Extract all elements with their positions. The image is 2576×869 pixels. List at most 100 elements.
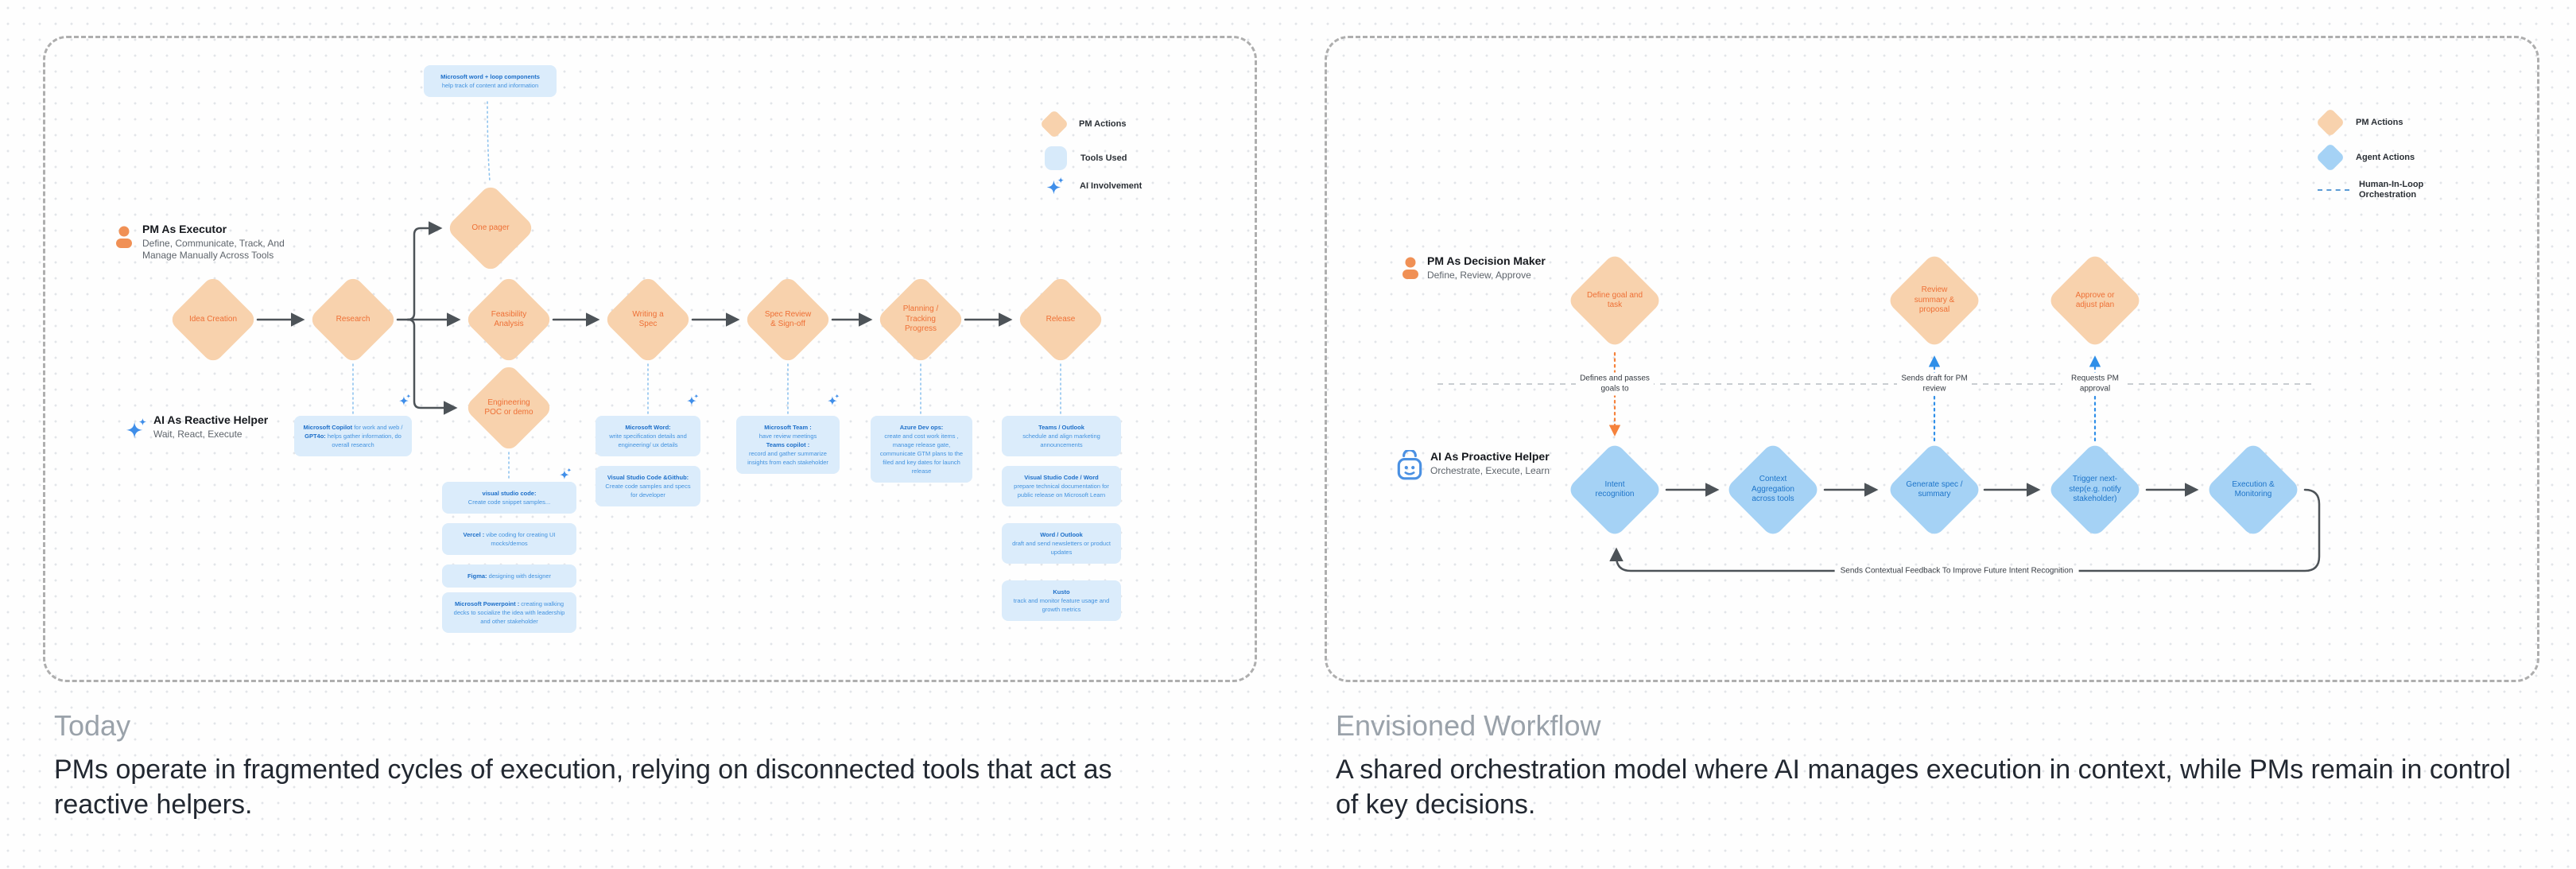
flow-step-label: Release — [1046, 314, 1076, 324]
agent-step-label: Intent recognition — [1595, 479, 1635, 499]
note-text: for work and web / — [352, 424, 403, 431]
note-vsc-snippets: visual studio code: Create code snippet s… — [442, 482, 576, 514]
note-text-bold: Microsoft word + loop components — [440, 73, 540, 80]
agent-actions-diamond-icon — [2315, 142, 2345, 173]
ai-sparkle-icon — [126, 417, 147, 439]
legend-label: Tools Used — [1080, 153, 1127, 163]
note-text: create and cost work items , manage rele… — [879, 433, 964, 475]
pm-actions-diamond-icon — [2315, 107, 2345, 138]
legend-label: PM Actions — [1079, 118, 1127, 129]
today-caption-title: Today — [54, 709, 131, 742]
agent-step-label: Trigger next-step(e.g. notify stakeholde… — [2069, 475, 2121, 504]
note-azure-devops: Azure Dev ops: create and cost work items… — [871, 416, 972, 483]
flow-step-research: Research — [305, 274, 402, 365]
actor-subtitle: Wait, React, Execute — [153, 429, 242, 440]
agent-step-context-aggregation: Context Aggregation across tools — [1721, 441, 1825, 538]
note-vercel: Vercel : vibe coding for creating UI moc… — [442, 523, 576, 555]
note-text: creating walking decks to socialize the … — [453, 600, 565, 625]
person-icon — [1402, 257, 1418, 279]
note-text-bold: Teams / Outlook — [1038, 424, 1084, 431]
actor-pm-as-executor: PM As Executor Define, Communicate, Trac… — [115, 223, 298, 262]
flow-step-label: Idea Creation — [188, 314, 238, 324]
flow-step-label: Feasibility Analysis — [491, 309, 527, 329]
note-text: designing with designer — [487, 572, 552, 580]
legend-label: Human-In-Loop Orchestration — [2359, 180, 2424, 200]
ai-sparkle-icon — [399, 394, 411, 405]
ai-sparkle-icon — [1046, 177, 1065, 195]
edge-label-sends-draft: Sends draft for PM review — [1897, 372, 1972, 396]
flow-step-planning-tracking: Planning / Tracking Progress — [872, 274, 969, 365]
pm-step-approve-plan: Approve or adjust plan — [2043, 252, 2147, 349]
edge-label-requests-approval: Requests PM approval — [2062, 372, 2128, 396]
note-text-bold: GPT4o: — [305, 433, 326, 440]
today-workflow-panel: PM Actions Tools Used AI Involvement PM … — [43, 36, 1257, 682]
note-text: prepare technical documentation for publ… — [1014, 483, 1109, 499]
legend-row-tools-used: Tools Used — [1045, 146, 1236, 170]
edge-label-defines-goals: Defines and passes goals to — [1576, 372, 1654, 396]
note-text-bold: Figma: — [467, 572, 487, 580]
note-text: have review meetings — [758, 433, 817, 440]
agent-step-trigger-next-step: Trigger next-step(e.g. notify stakeholde… — [2043, 441, 2147, 538]
flow-step-idea-creation: Idea Creation — [165, 274, 262, 365]
actor-pm-decision-maker: PM As Decision Maker Define, Review, App… — [1402, 254, 1593, 281]
pm-step-label: Review summary & proposal — [1914, 285, 1955, 315]
flow-step-writing-spec: Writing a Spec — [599, 274, 696, 365]
note-text-bold: Microsoft Powerpoint : — [454, 600, 520, 607]
flow-step-label: Planning / Tracking Progress — [902, 305, 939, 334]
legend-row-ai-involvement: AI Involvement — [1046, 177, 1236, 196]
envisioned-workflow-panel: PM Actions Agent Actions Human-In-Loop O… — [1325, 36, 2539, 682]
note-text-bold: Vercel : — [463, 531, 485, 538]
pm-step-define-goal: Define goal and task — [1562, 252, 1667, 349]
actor-subtitle: Define, Communicate, Track, And Manage M… — [142, 238, 285, 261]
legend-label: AI Involvement — [1080, 180, 1143, 191]
note-text: Create code samples and specs for develo… — [605, 483, 691, 499]
note-text-bold: Microsoft Team : — [764, 424, 812, 431]
actor-title: AI As Proactive Helper — [1430, 450, 1550, 463]
pm-step-review-summary: Review summary & proposal — [1882, 252, 1987, 349]
legend-label: Agent Actions — [2356, 152, 2415, 162]
actor-subtitle: Define, Review, Approve — [1427, 270, 1531, 281]
note-text: Create code snippet samples... — [467, 499, 551, 506]
person-icon — [116, 226, 132, 248]
flow-step-label: Spec Review & Sign-off — [764, 309, 812, 329]
flow-step-label: Research — [336, 314, 370, 324]
note-text-bold: Visual Studio Code &Github: — [607, 474, 689, 481]
agent-step-label: Execution & Monitoring — [2232, 479, 2275, 499]
actor-title: AI As Reactive Helper — [153, 413, 269, 426]
note-text: record and gather summarize insights fro… — [747, 450, 828, 466]
actor-title: PM As Executor — [142, 223, 227, 235]
ai-sparkle-icon — [828, 394, 840, 405]
actor-ai-proactive-helper: AI As Proactive Helper Orchestrate, Exec… — [1395, 450, 1594, 480]
legend-label: PM Actions — [2356, 117, 2403, 127]
note-text: help track of content and information — [441, 82, 539, 89]
note-research-tools: Microsoft Copilot for work and web / GPT… — [294, 416, 412, 456]
actor-ai-reactive-helper: AI As Reactive Helper Wait, React, Execu… — [125, 413, 308, 440]
agent-step-generate-spec: Generate spec / summary — [1882, 441, 1987, 538]
envisioned-connector-layer — [1437, 351, 2321, 572]
note-text-bold: Microsoft Copilot — [303, 424, 353, 431]
note-text-bold: visual studio code: — [482, 490, 537, 497]
robot-icon — [1397, 450, 1422, 480]
today-caption-body: PMs operate in fragmented cycles of exec… — [54, 755, 1112, 820]
flow-step-one-pager: One pager — [442, 183, 539, 274]
ai-sparkle-icon — [560, 467, 572, 479]
ai-sparkle-icon — [687, 394, 699, 405]
flow-step-spec-review: Spec Review & Sign-off — [739, 274, 836, 365]
note-text-bold: Teams copilot : — [766, 441, 810, 448]
flow-step-engineering-poc: Engineering POC or demo — [460, 363, 557, 453]
pm-actions-diamond-icon — [1039, 109, 1069, 139]
legend-row-agent-actions: Agent Actions — [2315, 142, 2527, 173]
agent-step-intent-recognition: Intent recognition — [1562, 441, 1667, 538]
note-text: track and monitor feature usage and grow… — [1013, 597, 1110, 613]
legend-row-pm-actions: PM Actions — [2315, 107, 2527, 138]
flow-step-feasibility: Feasibility Analysis — [460, 274, 557, 365]
pm-step-label: Approve or adjust plan — [2075, 290, 2115, 310]
orchestration-dotted-arrows — [1608, 351, 2101, 442]
note-text-bold: Azure Dev ops: — [899, 424, 944, 431]
note-vsc-github: Visual Studio Code &Github: Create code s… — [596, 466, 700, 506]
